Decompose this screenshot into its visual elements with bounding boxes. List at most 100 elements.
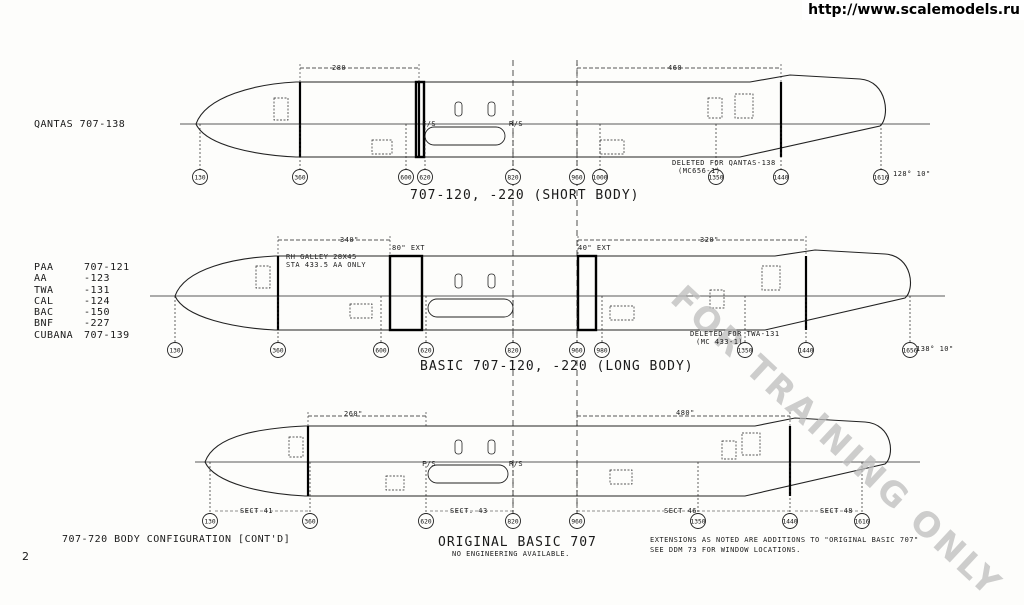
long-body-deleted-ref: (MC 433-1) [696, 338, 744, 346]
original-body-fuselage-outline [204, 417, 892, 497]
short-body-door-outline [454, 101, 463, 117]
short-body-fuselage-outline [195, 74, 887, 158]
short-body-station-circle [505, 169, 521, 185]
original-body-caption: ORIGINAL BASIC 707 [438, 535, 597, 550]
short-body-station-circle [192, 169, 208, 185]
long-body-station-label: 820 [507, 348, 518, 355]
short-body-station-label: 820 [507, 175, 518, 182]
long-body-station-circle [798, 342, 814, 358]
short-body-station-label: 130 [194, 175, 205, 182]
original-body-dim-front: 260" [344, 410, 363, 418]
source-watermark[interactable]: http://www.scalemodels.ru [802, 0, 1024, 20]
original-body-station-circle [854, 513, 870, 529]
long-body-extension-plug [576, 254, 598, 332]
original-body-door-outline [454, 439, 463, 455]
original-body-subcaption: NO ENGINEERING AVAILABLE. [452, 550, 570, 558]
long-body-compartment-box [609, 305, 635, 321]
section-43-label: SECT. 43 [450, 507, 488, 515]
long-body-station-circle [569, 342, 585, 358]
long-body-station-label: 1350 [738, 348, 753, 355]
long-body-station-circle [505, 342, 521, 358]
short-body-compartment-box [273, 97, 289, 121]
notes-line-2: SEE DDM 73 FOR WINDOW LOCATIONS. [650, 546, 801, 554]
short-body-rs: R/S [509, 120, 524, 128]
short-body-dim-rear: 460 [668, 64, 683, 72]
original-body-dim-rear: 480" [676, 409, 695, 417]
original-body-compartment-box [741, 432, 761, 456]
long-body-station-label: 600 [375, 348, 386, 355]
short-body-station-label: 360 [294, 175, 305, 182]
long-body-door-outline [454, 273, 463, 289]
original-body-station-label: 130 [204, 519, 215, 526]
long-body-station-label: 1656 [903, 348, 918, 355]
short-body-station-label: 1350 [709, 175, 724, 182]
original-body-station-circle [690, 513, 706, 529]
short-body-station-circle [773, 169, 789, 185]
long-body-station-label: 620 [420, 348, 431, 355]
long-body-galley-note-2: STA 433.5 AA ONLY [286, 261, 367, 269]
operator-row: TWA-131 [34, 284, 111, 296]
notes-line-1: EXTENSIONS AS NOTED ARE ADDITIONS TO "OR… [650, 536, 919, 544]
long-body-dim-rear: 320" [700, 236, 719, 244]
short-body-station-label: 960 [571, 175, 582, 182]
original-body-station-label: 820 [507, 519, 518, 526]
short-body-station-circle [592, 169, 608, 185]
section-41-label: SECT 41 [240, 507, 274, 515]
section-48-label: SECT 48 [820, 507, 854, 515]
long-body-station-label: 360 [272, 348, 283, 355]
long-body-dim-rear-ext: 40" EXT [578, 244, 612, 252]
original-body-compartment-box [288, 436, 304, 458]
operator-row: CAL-124 [34, 295, 111, 307]
short-body-angle: 128° 10" [893, 170, 931, 178]
operator-row: AA-123 [34, 273, 111, 285]
long-body-station-label: 980 [596, 348, 607, 355]
original-body-wing-fairing [427, 464, 509, 484]
original-body-station-label: 960 [571, 519, 582, 526]
short-body-door-outline [487, 101, 496, 117]
operator-row: BAC-150 [34, 307, 111, 319]
original-body-station-label: 1616 [855, 519, 870, 526]
page-number: 2 [22, 550, 29, 563]
short-body-compartment-box [707, 97, 723, 119]
long-body-dim-front-ext: 80" EXT [392, 244, 426, 252]
short-body-compartment-box [734, 93, 754, 119]
original-body-station-circle [302, 513, 318, 529]
long-body-station-circle [373, 342, 389, 358]
long-body-compartment-box [709, 289, 725, 309]
long-body-compartment-box [255, 265, 271, 289]
short-body-compartment-box [599, 139, 625, 155]
long-body-wing-fairing [427, 298, 514, 318]
long-body-compartment-box [349, 303, 373, 319]
short-body-station-circle [417, 169, 433, 185]
short-body-wing-fairing [424, 126, 506, 146]
long-body-galley-note: RH GALLEY 28X45 [286, 253, 357, 261]
long-body-angle: 138° 10" [916, 345, 954, 353]
original-body-station-label: 1350 [691, 519, 706, 526]
figure-title: 707-720 BODY CONFIGURATION [CONT'D] [62, 534, 291, 545]
short-body-operator-label: QANTAS 707-138 [34, 119, 126, 130]
section-46-label: SECT 46 [664, 507, 698, 515]
long-body-compartment-box [761, 265, 781, 291]
short-body-station-circle [708, 169, 724, 185]
short-body-station-label: 1616 [874, 175, 889, 182]
long-body-door-outline [487, 273, 496, 289]
short-body-compartment-box [371, 139, 393, 155]
short-body-caption: 707-120, -220 (SHORT BODY) [410, 188, 640, 203]
original-body-station-label: 620 [420, 519, 431, 526]
original-body-station-circle [569, 513, 585, 529]
long-body-deleted-note: DELETED FOR TWA-131 [690, 330, 780, 338]
short-body-fs: F/S [422, 120, 437, 128]
original-body-fs: F/S [422, 460, 437, 468]
short-body-deleted-note: DELETED FOR QANTAS-138 [672, 159, 776, 167]
long-body-station-label: 130 [169, 348, 180, 355]
original-body-station-circle [202, 513, 218, 529]
original-body-station-label: 1440 [783, 519, 798, 526]
long-body-station-circle [418, 342, 434, 358]
short-body-station-circle [292, 169, 308, 185]
long-body-caption: BASIC 707-120, -220 (LONG BODY) [420, 359, 694, 374]
long-body-station-label: 1440 [799, 348, 814, 355]
